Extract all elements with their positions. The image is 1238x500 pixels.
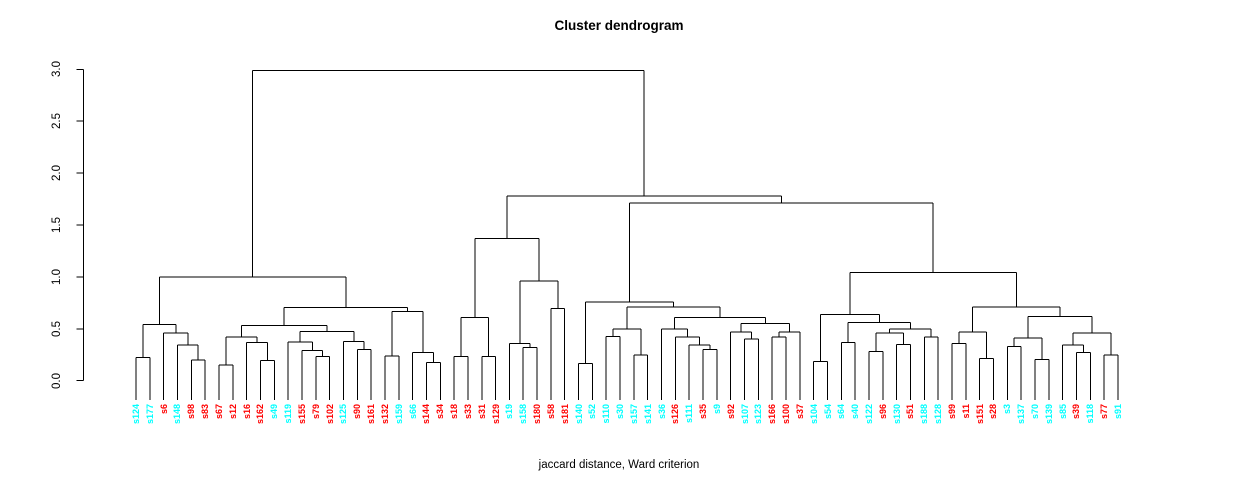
- leaf-label: s3: [1002, 404, 1013, 415]
- leaf-label: s70: [1029, 404, 1040, 420]
- leaf-label: s132: [379, 404, 390, 425]
- y-tick-label: 1.5: [51, 217, 63, 233]
- y-tick-label: 0.0: [51, 372, 63, 389]
- leaf-label: s37: [794, 404, 805, 420]
- leaf-label: s139: [1043, 404, 1054, 425]
- leaf-label: s49: [269, 404, 280, 420]
- leaf-label: s118: [1085, 404, 1096, 424]
- leaf-label: s18: [449, 404, 460, 420]
- leaf-label: s148: [172, 404, 183, 425]
- leaf-label: s28: [988, 404, 999, 420]
- leaf-label: s34: [435, 404, 446, 420]
- leaf-label: s151: [974, 404, 985, 425]
- leaf-label: s33: [462, 404, 473, 420]
- leaf-label: s111: [684, 404, 695, 424]
- leaf-label: s85: [1057, 404, 1068, 420]
- leaf-label: s181: [559, 404, 570, 425]
- leaf-label: s129: [490, 404, 501, 425]
- leaf-label: s119: [283, 404, 294, 424]
- x-axis-caption: jaccard distance, Ward criterion: [538, 459, 700, 471]
- y-tick-label: 0.5: [51, 320, 63, 337]
- leaf-label: s52: [587, 404, 598, 420]
- leaf-label: s141: [642, 404, 653, 425]
- leaf-label: s35: [698, 404, 709, 420]
- leaf-label: s104: [808, 404, 819, 425]
- leaf-label: s39: [1071, 404, 1082, 420]
- leaf-label: s96: [877, 404, 888, 420]
- leaf-label: s99: [946, 404, 957, 420]
- leaf-label: s144: [421, 404, 432, 425]
- y-tick-label: 2.0: [51, 165, 63, 182]
- leaf-label: s9: [711, 404, 722, 415]
- leaf-label: s30: [615, 404, 626, 420]
- leaf-label: s161: [366, 404, 377, 425]
- leaf-label: s125: [338, 404, 349, 425]
- leaf-label: s67: [213, 404, 224, 420]
- leaf-label: s64: [836, 404, 847, 420]
- plot-title: Cluster dendrogram: [554, 18, 684, 33]
- leaf-label: s177: [144, 404, 155, 425]
- leaf-label: s58: [545, 404, 556, 420]
- leaf-label: s140: [573, 404, 584, 425]
- leaf-label: s124: [131, 404, 141, 425]
- leaf-label: s12: [227, 404, 238, 420]
- leaf-label: s110: [601, 404, 612, 424]
- leaf-label: s90: [352, 404, 363, 420]
- leaf-label: s31: [476, 404, 487, 420]
- leaf-label: s155: [296, 404, 307, 425]
- leaf-label: s36: [656, 404, 667, 420]
- y-tick-label: 2.5: [51, 113, 63, 130]
- leaf-label: s102: [324, 404, 335, 425]
- leaf-label: s188: [919, 404, 930, 425]
- leaf-label: s11: [960, 404, 971, 419]
- leaf-label: s122: [863, 404, 874, 425]
- leaf-label: s107: [739, 404, 750, 425]
- leaf-label: s6: [158, 404, 169, 415]
- leaf-label: s19: [504, 404, 515, 420]
- leaf-label: s40: [850, 404, 861, 420]
- leaf-label: s158: [518, 404, 529, 425]
- leaf-label: s137: [1016, 404, 1027, 425]
- leaf-label: s157: [628, 404, 639, 425]
- leaf-label: s180: [532, 404, 543, 425]
- leaf-label: s51: [905, 404, 916, 420]
- leaf-label: s66: [407, 404, 418, 420]
- y-tick-label: 1.0: [51, 268, 63, 285]
- y-tick-label: 3.0: [51, 61, 63, 78]
- leaf-label: s100: [781, 404, 791, 425]
- leaf-label: s126: [670, 404, 681, 425]
- leaf-label: s123: [753, 404, 764, 425]
- leaf-label: s128: [933, 404, 944, 425]
- leaf-label: s162: [255, 404, 266, 425]
- leaf-label: s77: [1099, 404, 1110, 420]
- leaf-label: s92: [725, 404, 736, 420]
- leaf-label: s16: [241, 404, 252, 420]
- leaf-label: s91: [1112, 404, 1123, 420]
- leaf-label: s159: [393, 404, 404, 425]
- leaf-label: s98: [186, 404, 197, 420]
- leaf-label: s130: [891, 404, 902, 425]
- leaf-label: s83: [200, 404, 211, 420]
- leaf-label: s79: [310, 404, 321, 420]
- leaf-label: s54: [822, 404, 833, 420]
- leaf-label: s166: [767, 404, 778, 425]
